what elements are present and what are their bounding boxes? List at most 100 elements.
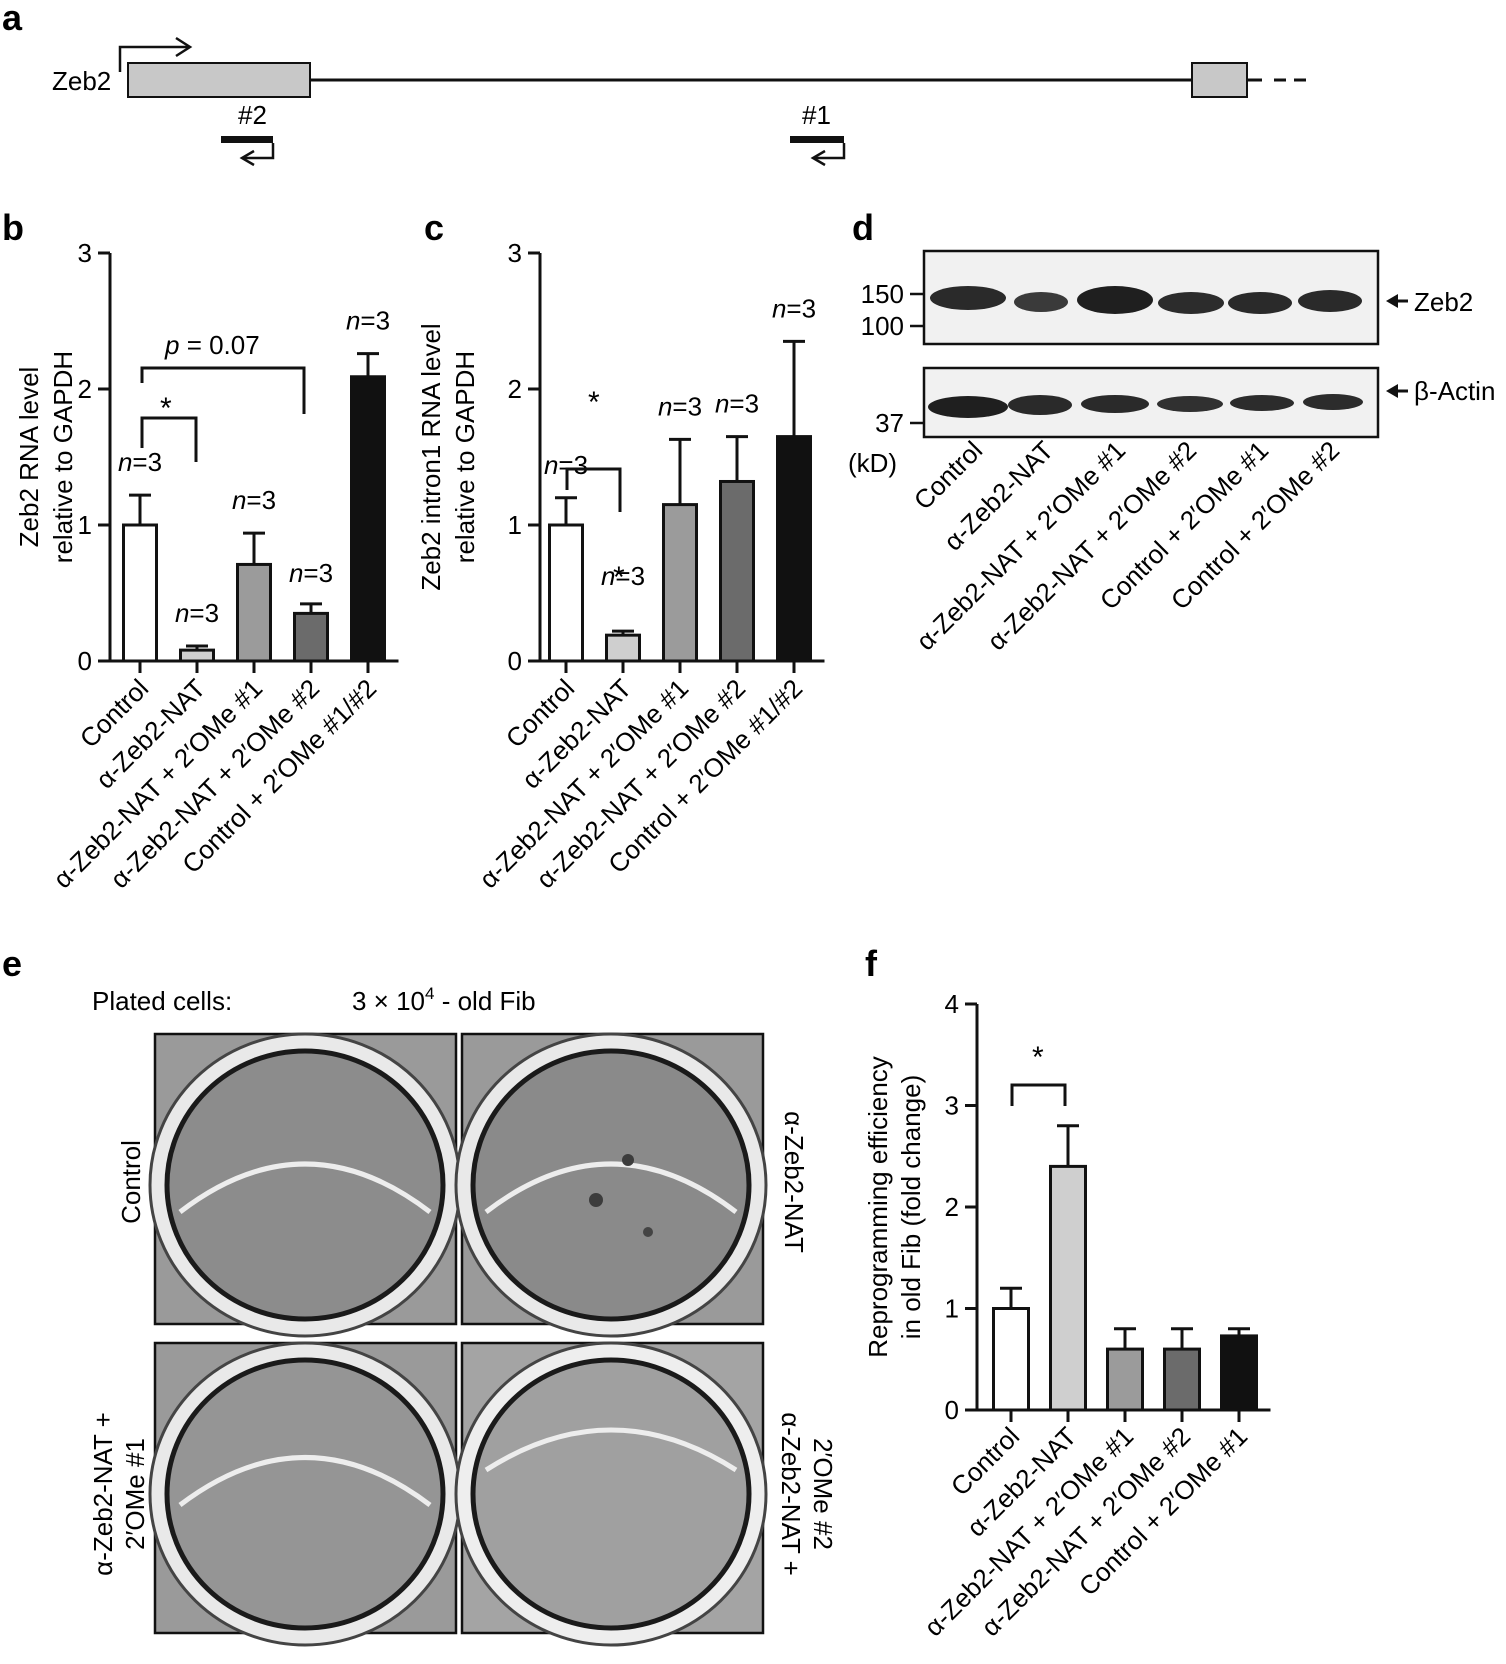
band-label-actin: β-Actin	[1414, 376, 1495, 406]
n-label: n=3	[118, 447, 162, 477]
band-zeb2-2	[1014, 292, 1068, 312]
n-label: n=3	[601, 561, 645, 591]
well-dish-4	[470, 1357, 752, 1631]
panel-letter-d: d	[852, 207, 874, 248]
b-star-annotation: *	[160, 392, 172, 425]
well-dish-1	[164, 1048, 446, 1322]
band-zeb2-5	[1228, 292, 1292, 314]
bar	[1106, 1347, 1144, 1412]
primer-1-bar	[790, 136, 844, 143]
colony-1	[589, 1193, 603, 1207]
tss-arrow	[118, 45, 188, 72]
y-tick-label: 0	[78, 646, 92, 676]
chart-c-annotations: * *	[565, 386, 625, 594]
plated-value: 3 × 104 - old Fib	[352, 984, 536, 1016]
primer-2-arrowhead	[239, 149, 255, 167]
bar	[350, 375, 386, 663]
band-actin-4	[1157, 396, 1223, 412]
well-label-nat-ome2-line2: 2′OMe #2	[808, 1438, 838, 1550]
band-zeb2-3	[1077, 286, 1153, 314]
f-star-annotation: *	[1032, 1041, 1044, 1074]
y-tick-label: 3	[945, 1091, 959, 1121]
well-label-nat-ome1-line1: α-Zeb2-NAT +	[88, 1412, 118, 1576]
bracket-c-star	[565, 467, 622, 512]
n-label: n=3	[715, 389, 759, 419]
bar	[992, 1307, 1030, 1412]
plated-label: Plated cells:	[92, 986, 232, 1016]
y-tick-label: 0	[945, 1395, 959, 1425]
bracket-b-star	[140, 416, 198, 462]
bar	[1220, 1334, 1258, 1412]
well-dish-3	[164, 1357, 446, 1631]
band-actin-1	[928, 396, 1008, 418]
band-label-zeb2: Zeb2	[1414, 287, 1473, 317]
n-label: n=3	[232, 485, 276, 515]
y-axis-label: in old Fib (fold change)	[896, 1075, 926, 1339]
zeb2-arrow-icon	[1386, 294, 1398, 308]
y-axis-label: relative to GAPDH	[450, 351, 480, 563]
band-actin-2	[1008, 395, 1072, 415]
well-label-nat-ome1-line2: 2′OMe #1	[120, 1438, 150, 1550]
band-zeb2-6	[1298, 290, 1362, 312]
bracket-b-p	[140, 366, 306, 414]
band-zeb2-4	[1158, 292, 1224, 314]
bar	[293, 611, 329, 663]
y-axis-label: Reprogramming efficiency	[863, 1056, 893, 1358]
marker-37: 37	[875, 408, 904, 438]
n-label: n=3	[346, 306, 390, 336]
well-reflection-1	[178, 1161, 432, 1214]
y-tick-label: 2	[508, 374, 522, 404]
bar	[776, 435, 812, 663]
n-label: n=3	[175, 598, 219, 628]
primer-2-arrow	[243, 143, 275, 160]
bar	[1049, 1164, 1087, 1412]
panel-letter-f: f	[865, 943, 878, 984]
bar	[719, 479, 755, 663]
c-star-annotation-1: *	[588, 386, 600, 419]
y-tick-label: 1	[508, 510, 522, 540]
y-axis-label: Zeb2 intron1 RNA level	[416, 323, 446, 590]
band-actin-3	[1081, 395, 1149, 413]
bar	[1163, 1347, 1201, 1412]
y-tick-label: 0	[508, 646, 522, 676]
bar	[236, 562, 272, 663]
band-zeb2-1	[930, 286, 1006, 310]
band-actin-6	[1303, 394, 1363, 410]
chart-b-annotations: * p = 0.07	[140, 330, 306, 462]
well-reflection-2	[484, 1161, 738, 1214]
n-label: n=3	[544, 450, 588, 480]
y-tick-label: 4	[945, 989, 959, 1019]
primer-2-label: #2	[238, 100, 267, 130]
y-axis-label: Zeb2 RNA level	[14, 367, 44, 548]
well-reflection-4	[484, 1427, 738, 1473]
colony-3	[643, 1227, 653, 1237]
y-tick-label: 2	[78, 374, 92, 404]
gene-label: Zeb2	[52, 66, 111, 96]
y-tick-label: 1	[78, 510, 92, 540]
well-label-nat: α-Zeb2-NAT	[779, 1111, 809, 1253]
y-tick-label: 3	[508, 238, 522, 268]
colony-2	[622, 1154, 634, 1166]
y-axis-label: relative to GAPDH	[48, 351, 78, 563]
gene-diagram: Zeb2 #2 #1	[52, 36, 1306, 167]
well-label-nat-ome2-line1: α-Zeb2-NAT +	[776, 1412, 806, 1576]
tss-arrow-head	[175, 36, 193, 58]
bar	[662, 503, 698, 663]
marker-150: 150	[861, 279, 904, 309]
panel-letter-c: c	[424, 207, 444, 248]
y-tick-label: 1	[945, 1294, 959, 1324]
marker-100: 100	[861, 311, 904, 341]
c-star-annotation-2: *	[613, 561, 625, 594]
b-p-annotation: p = 0.07	[164, 330, 260, 360]
y-tick-label: 2	[945, 1192, 959, 1222]
bar	[179, 648, 215, 663]
panel-letter-e: e	[2, 943, 22, 984]
primer-1-arrow	[814, 143, 846, 160]
well-plate-image	[148, 1032, 768, 1647]
bar	[605, 633, 641, 663]
kd-unit: (kD)	[848, 448, 897, 478]
primer-1-label: #1	[802, 100, 831, 130]
band-actin-5	[1230, 395, 1294, 411]
